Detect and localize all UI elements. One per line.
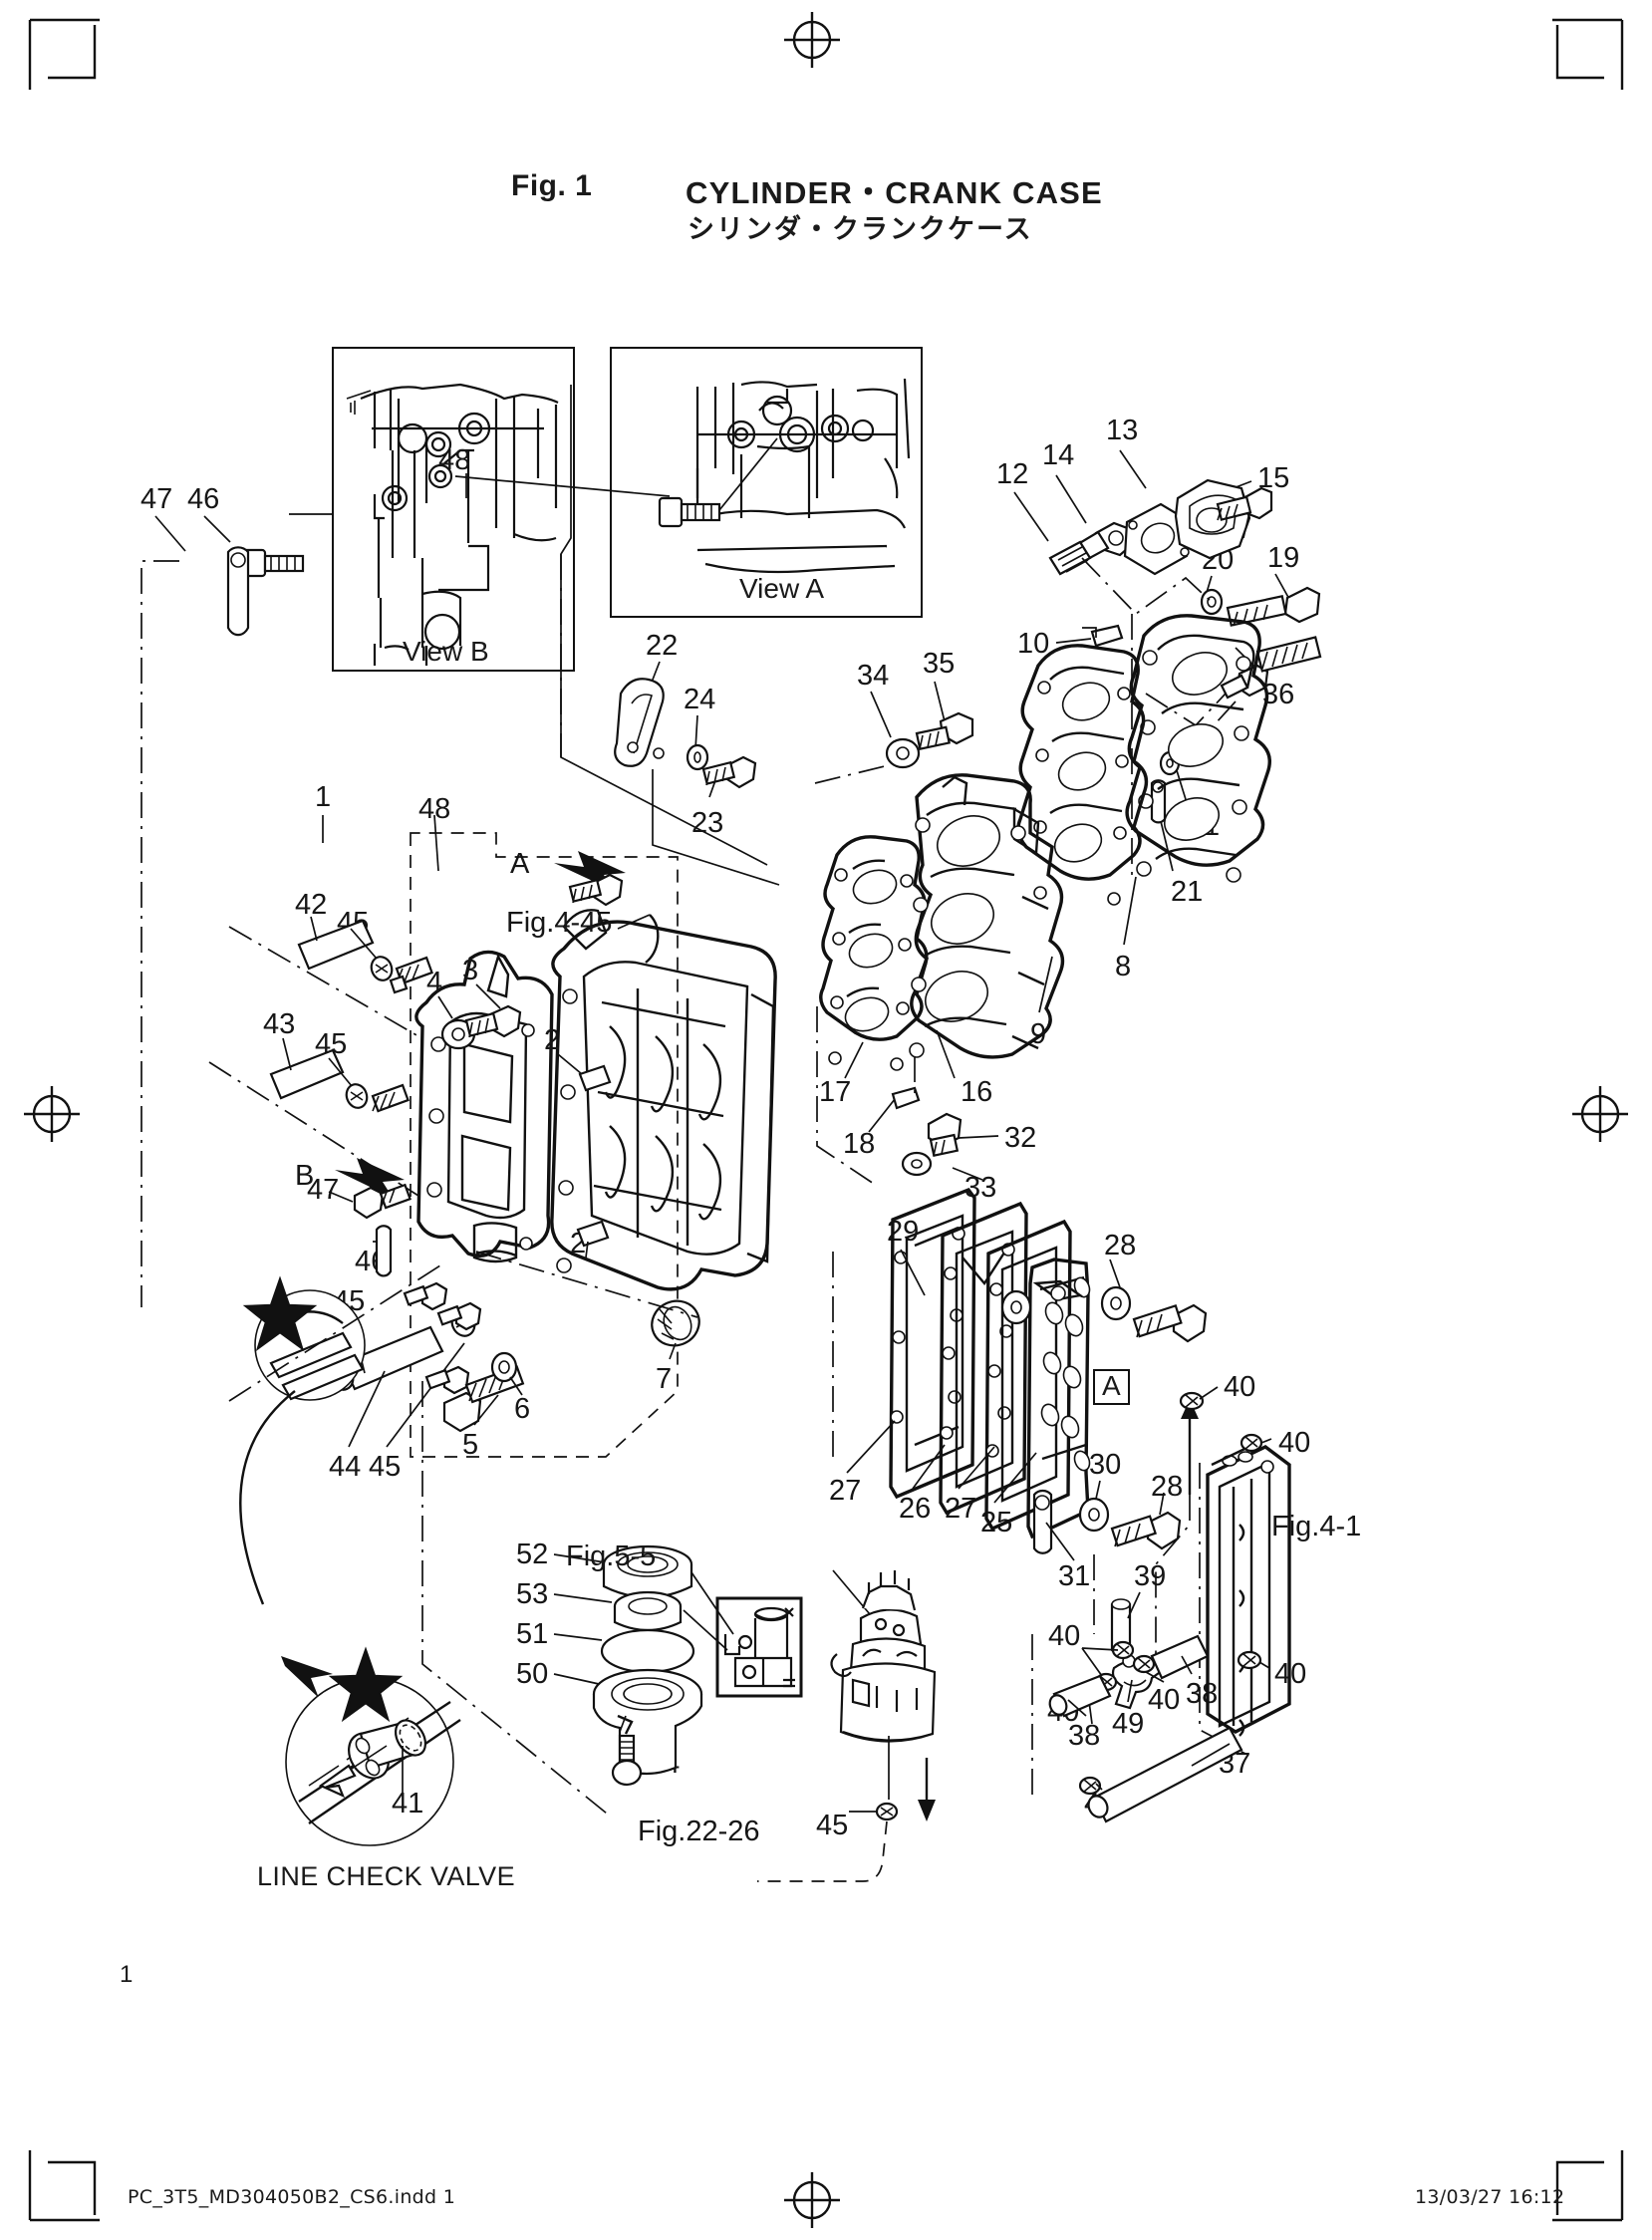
part-label-53: 53 — [516, 1578, 549, 1610]
part-label-14: 14 — [1042, 439, 1075, 471]
part-label-22: 22 — [646, 630, 679, 662]
part-label-35: 35 — [923, 648, 956, 680]
part-label-2-a: 2 — [544, 1024, 561, 1056]
section-marker-a-boxed-mid: A — [1093, 1369, 1130, 1405]
part-label-8: 8 — [1115, 951, 1132, 982]
part-label-21: 21 — [1171, 876, 1204, 908]
part-label-38-a: 38 — [1186, 1678, 1219, 1710]
page-number: 1 — [120, 1961, 134, 1988]
part-label-10: 10 — [1017, 628, 1050, 660]
part-label-51: 51 — [516, 1618, 549, 1650]
part-label-28-b: 28 — [1151, 1471, 1184, 1503]
part-label-1: 1 — [315, 781, 332, 813]
part-label-6: 6 — [514, 1393, 531, 1425]
part-label-31: 31 — [1058, 1560, 1091, 1592]
part-label-34: 34 — [857, 660, 890, 692]
part-label-33: 33 — [964, 1172, 997, 1204]
page-title-jp: シリンダ・クランクケース — [688, 214, 1033, 245]
view-a-caption: View A — [739, 573, 825, 604]
part-label-45-f: 45 — [816, 1810, 849, 1841]
part-label-30: 30 — [1089, 1449, 1122, 1481]
part-label-52: 52 — [516, 1539, 549, 1570]
part-label-39: 39 — [1134, 1560, 1167, 1592]
part-label-38-b: 38 — [1068, 1720, 1101, 1752]
part-label-5: 5 — [462, 1429, 479, 1461]
part-label-49: 49 — [1112, 1708, 1145, 1740]
part-label-45-e: 45 — [369, 1451, 402, 1483]
fig-ref-4-1: Fig.4-1 — [1271, 1511, 1362, 1542]
part-label-47-b: 47 — [307, 1174, 340, 1206]
part-label-40-d: 40 — [1048, 1620, 1081, 1652]
part-label-19: 19 — [1267, 542, 1300, 574]
part-label-17: 17 — [819, 1076, 852, 1108]
part-label-24: 24 — [684, 684, 716, 715]
part-label-27-a: 27 — [829, 1475, 862, 1507]
part-label-42: 42 — [295, 889, 328, 921]
part-label-40-b: 40 — [1278, 1427, 1311, 1459]
fig-ref-5-5: Fig.5-5 — [566, 1540, 657, 1572]
fig-ref-22-26: Fig.22-26 — [638, 1816, 760, 1847]
part-label-28-a: 28 — [1104, 1230, 1137, 1261]
part-label-13: 13 — [1106, 415, 1139, 446]
part-label-50: 50 — [516, 1658, 549, 1690]
section-marker-b: B — [295, 1160, 315, 1192]
footer-timestamp: 13/03/27 16:12 — [1415, 2186, 1565, 2208]
part-label-43: 43 — [263, 1008, 296, 1040]
part-label-40-f: 40 — [1148, 1684, 1181, 1716]
part-label-27-b: 27 — [945, 1493, 977, 1525]
part-label-18: 18 — [843, 1128, 876, 1160]
line-check-valve-caption: LINE CHECK VALVE — [257, 1861, 515, 1891]
part-label-23: 23 — [691, 807, 724, 839]
part-label-3: 3 — [462, 955, 479, 986]
part-label-32: 32 — [1004, 1122, 1037, 1154]
part-label-26: 26 — [899, 1493, 932, 1525]
part-label-7: 7 — [656, 1363, 673, 1395]
part-label-46-a: 46 — [187, 483, 220, 515]
page-title-en: CYLINDER・CRANK CASE — [686, 175, 1103, 210]
part-label-16: 16 — [961, 1076, 993, 1108]
part-label-41: 41 — [392, 1788, 424, 1820]
part-label-12: 12 — [996, 458, 1029, 490]
part-label-48-a: 48 — [438, 444, 471, 476]
fig-ref-4-45: Fig.4-45 — [506, 907, 613, 939]
part-label-4: 4 — [426, 967, 443, 998]
part-label-47-a: 47 — [140, 483, 173, 515]
figure-number: Fig. 1 — [511, 169, 593, 202]
view-b-caption: View B — [403, 636, 489, 667]
footer-filename: PC_3T5_MD304050B2_CS6.indd 1 — [128, 2186, 456, 2208]
part-label-44: 44 — [329, 1451, 362, 1483]
part-label-40-a: 40 — [1224, 1371, 1256, 1403]
